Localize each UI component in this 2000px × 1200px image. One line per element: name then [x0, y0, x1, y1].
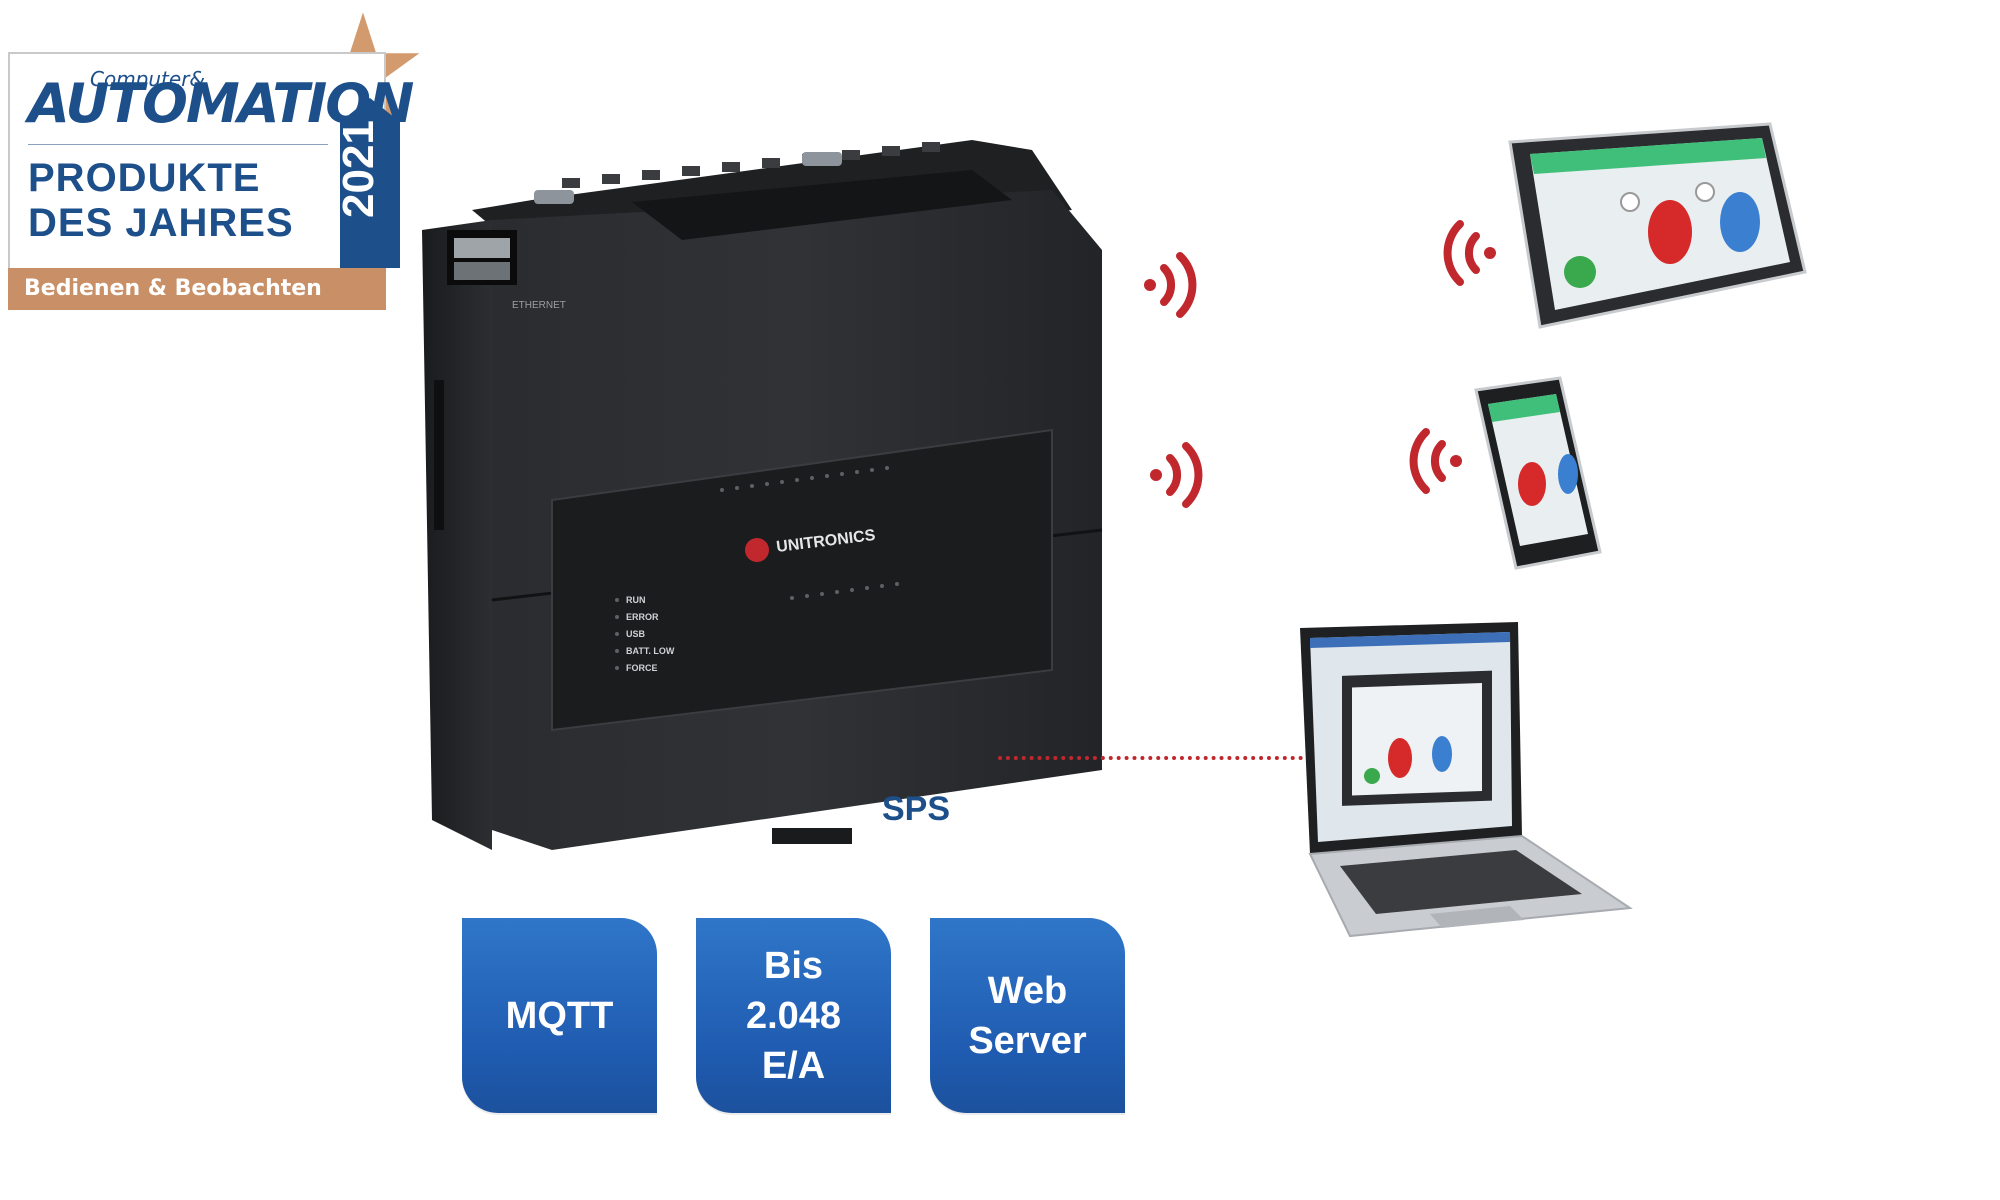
plc-device: UNITRONICS RUN ERROR USB BATT. LOW FORCE… [422, 140, 1103, 850]
wifi-signal-icon [1144, 252, 1197, 318]
ethernet-port-label: ETHERNET [512, 300, 566, 311]
smartphone-icon [1474, 376, 1602, 570]
badge-panel [8, 52, 386, 270]
laptop-icon [1300, 622, 1633, 938]
led-label-error: ERROR [626, 612, 659, 622]
feature-tile-mqtt: MQTT [462, 918, 657, 1113]
award-badge: Computer& AUTOMATION PRODUKTE DES JAHRES… [8, 10, 420, 310]
wifi-signal-icon [1409, 428, 1462, 494]
tablet-icon [1508, 122, 1807, 329]
feature-tile-io: Bis 2.048 E/A [696, 918, 891, 1113]
led-label-batt-low: BATT. LOW [626, 646, 675, 656]
badge-brand-small: Computer& [90, 67, 206, 91]
feature-tile-text: Web Server [968, 969, 1087, 1062]
badge-category: Bedienen & Beobachten [8, 268, 386, 310]
led-label-run: RUN [626, 595, 646, 605]
wifi-signal-icon [1443, 220, 1496, 286]
badge-title-line2: DES JAHRES [28, 201, 294, 245]
feature-tile-webserver: Web Server [930, 918, 1125, 1113]
wifi-signal-icon [1150, 442, 1203, 508]
device-label: SPS [882, 790, 951, 828]
feature-tile-text: Bis 2.048 E/A [745, 944, 842, 1087]
badge-divider [28, 144, 328, 145]
feature-tile-text: MQTT [505, 994, 614, 1037]
led-label-usb: USB [626, 629, 646, 639]
badge-title-line1: PRODUKTE [28, 156, 261, 200]
badge-year-flag [340, 98, 400, 268]
led-label-force: FORCE [626, 663, 658, 673]
badge-year: 2021 [334, 120, 383, 218]
wired-connection-line [998, 756, 1303, 760]
